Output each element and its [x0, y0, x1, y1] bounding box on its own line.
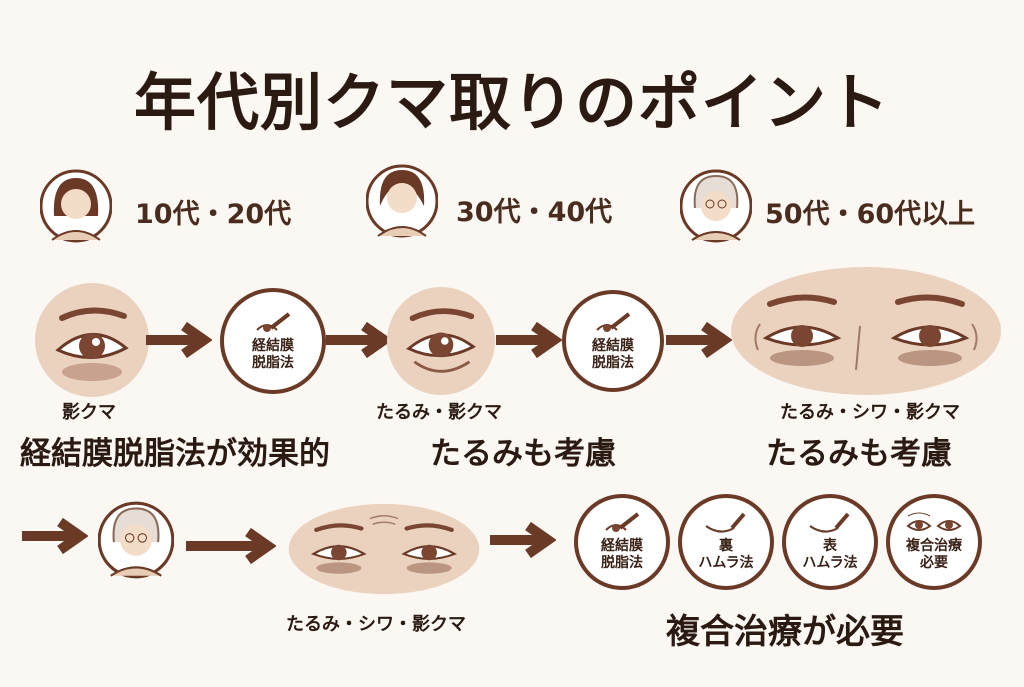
surgical-instrument-icon [705, 512, 746, 533]
treatment-inner-hamra: 裏ハムラ法 [678, 494, 774, 590]
condition-label: たるみ・シワ・影クマ [780, 402, 960, 423]
tool-label-line1: 経結膜 [601, 538, 643, 554]
condition-label: たるみ・影クマ [376, 402, 502, 423]
summary-label: 複合治療が必要 [666, 612, 904, 652]
middle-aged-woman-avatar-icon [366, 162, 438, 240]
tool-label-line1: 経結膜 [252, 338, 294, 354]
tool-label-line2: 脱脂法 [592, 355, 634, 371]
surgical-instrument-icon [809, 512, 850, 533]
condition-label: 影クマ [62, 402, 116, 423]
age-label-50s-60s-plus: 50代・60代以上 [765, 199, 976, 230]
page-title: 年代別クマ取りのポイント [133, 66, 890, 139]
treatment-transconjunctival: 経結膜脱脂法 [574, 494, 670, 590]
treatment-outer-hamra: 表ハムラ法 [782, 494, 878, 590]
tool-label-line2: 脱脂法 [601, 555, 643, 571]
tool-label-line1: 経結膜 [592, 338, 634, 354]
arrow-right-icon [496, 322, 562, 358]
tool-label-line2: 必要 [920, 555, 948, 571]
transconjunctival-fat-removal-tool: 経結膜脱脂法 [562, 290, 664, 392]
young-woman-avatar-icon [40, 168, 112, 244]
treatment-combined: 複合治療必要 [886, 494, 982, 590]
arrow-right-icon [326, 322, 392, 358]
summary-label: 経結膜脱脂法が効果的 [20, 436, 330, 472]
tool-label-line1: 裏 [719, 538, 733, 554]
arrow-right-icon [186, 528, 276, 564]
elderly-woman-avatar-icon [680, 168, 752, 244]
surgery-tool-icon [256, 312, 291, 332]
tool-label-line1: 表 [823, 538, 837, 554]
surgery-tool-icon [596, 312, 631, 332]
arrow-right-icon [490, 522, 556, 558]
condition-label: たるみ・シワ・影クマ [286, 614, 466, 635]
tool-label-line2: 脱脂法 [252, 355, 294, 371]
sagging-eye-icon [386, 286, 496, 396]
age-label-10s-20s: 10代・20代 [135, 199, 292, 230]
elderly-woman-avatar-icon [98, 500, 174, 580]
arrow-right-icon [146, 322, 212, 358]
shadow-dark-circle-eye-icon [34, 282, 150, 398]
arrow-right-icon [666, 322, 732, 358]
surgery-tool-icon [605, 512, 640, 532]
eyes-icon [906, 512, 962, 531]
tool-label-line1: 複合治療 [906, 538, 962, 554]
arrow-right-icon [22, 518, 88, 554]
aged-eyes-with-wrinkles-icon [730, 266, 1002, 396]
tool-label-line2: ハムラ法 [698, 555, 754, 571]
age-label-30s-40s: 30代・40代 [456, 197, 613, 228]
tool-label-line2: ハムラ法 [802, 555, 858, 571]
aged-eyes-with-wrinkles-icon [288, 490, 480, 608]
transconjunctival-fat-removal-tool: 経結膜脱脂法 [220, 288, 326, 394]
summary-label: たるみも考慮 [430, 436, 616, 472]
summary-label: たるみも考慮 [766, 436, 952, 472]
